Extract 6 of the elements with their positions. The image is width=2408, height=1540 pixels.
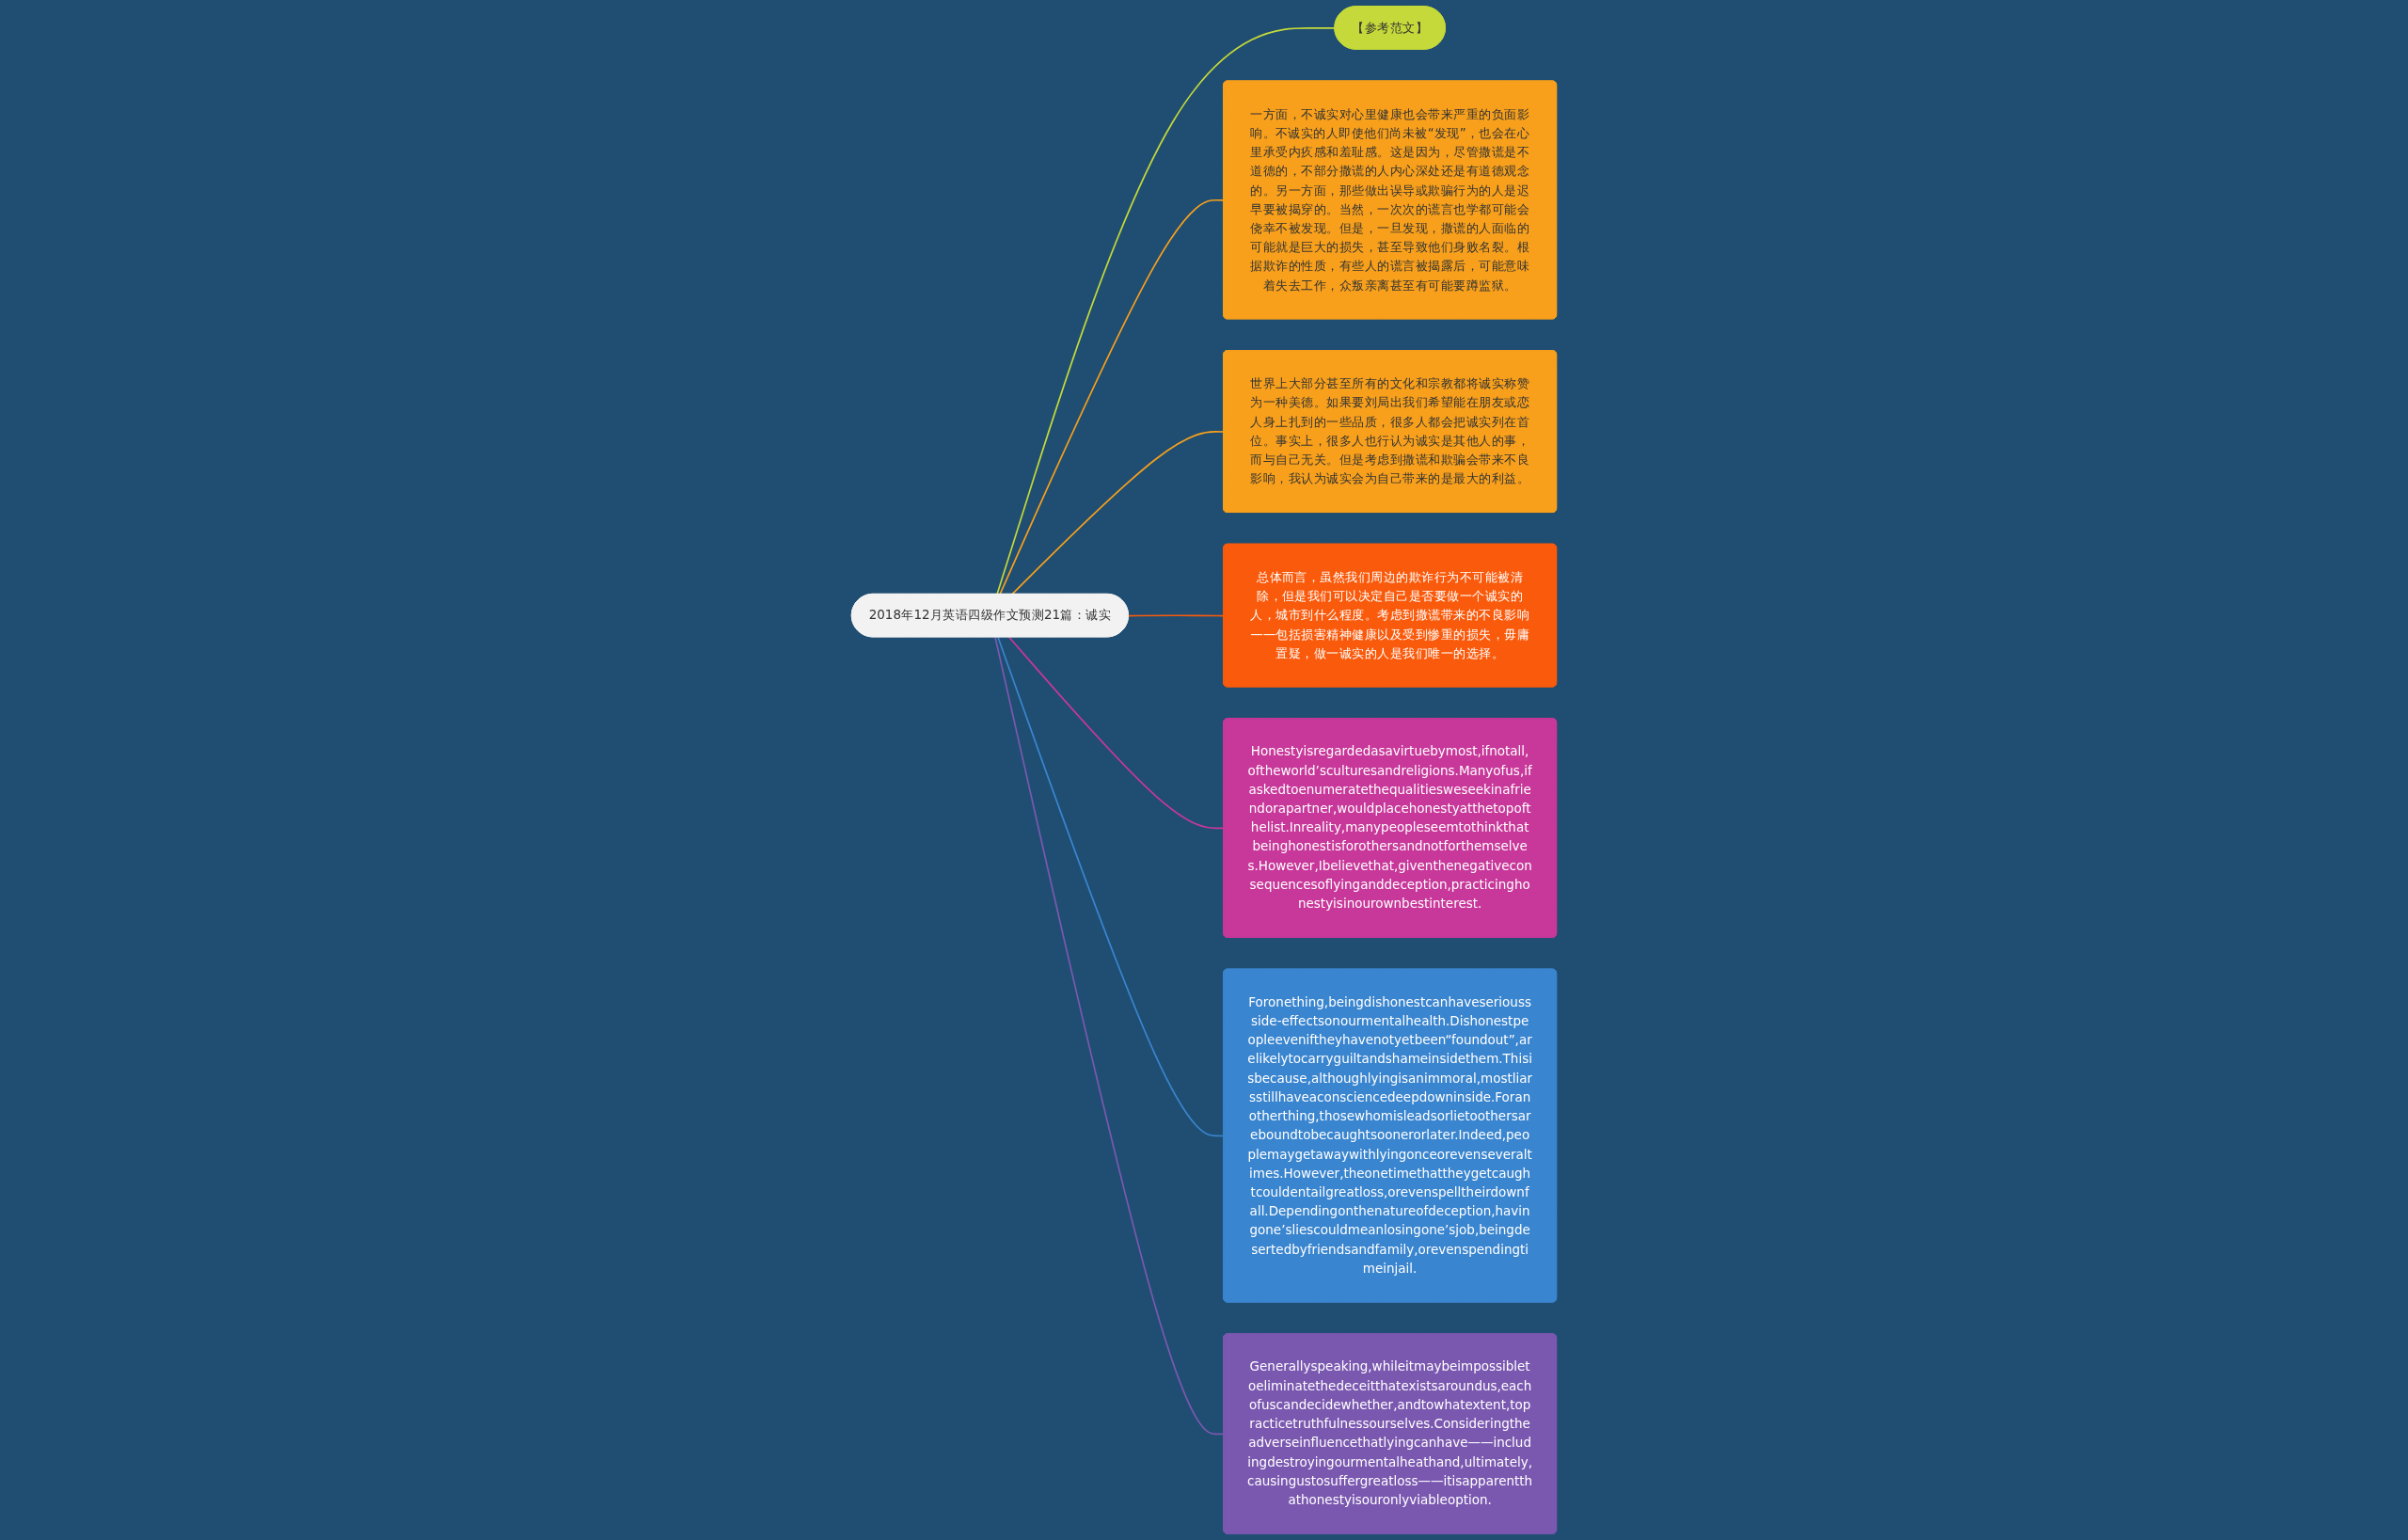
connector bbox=[1011, 431, 1225, 595]
connector bbox=[994, 636, 1225, 1436]
connector bbox=[1007, 636, 1225, 830]
connector bbox=[999, 198, 1225, 595]
connector bbox=[997, 636, 1225, 1137]
connector bbox=[1128, 614, 1225, 617]
